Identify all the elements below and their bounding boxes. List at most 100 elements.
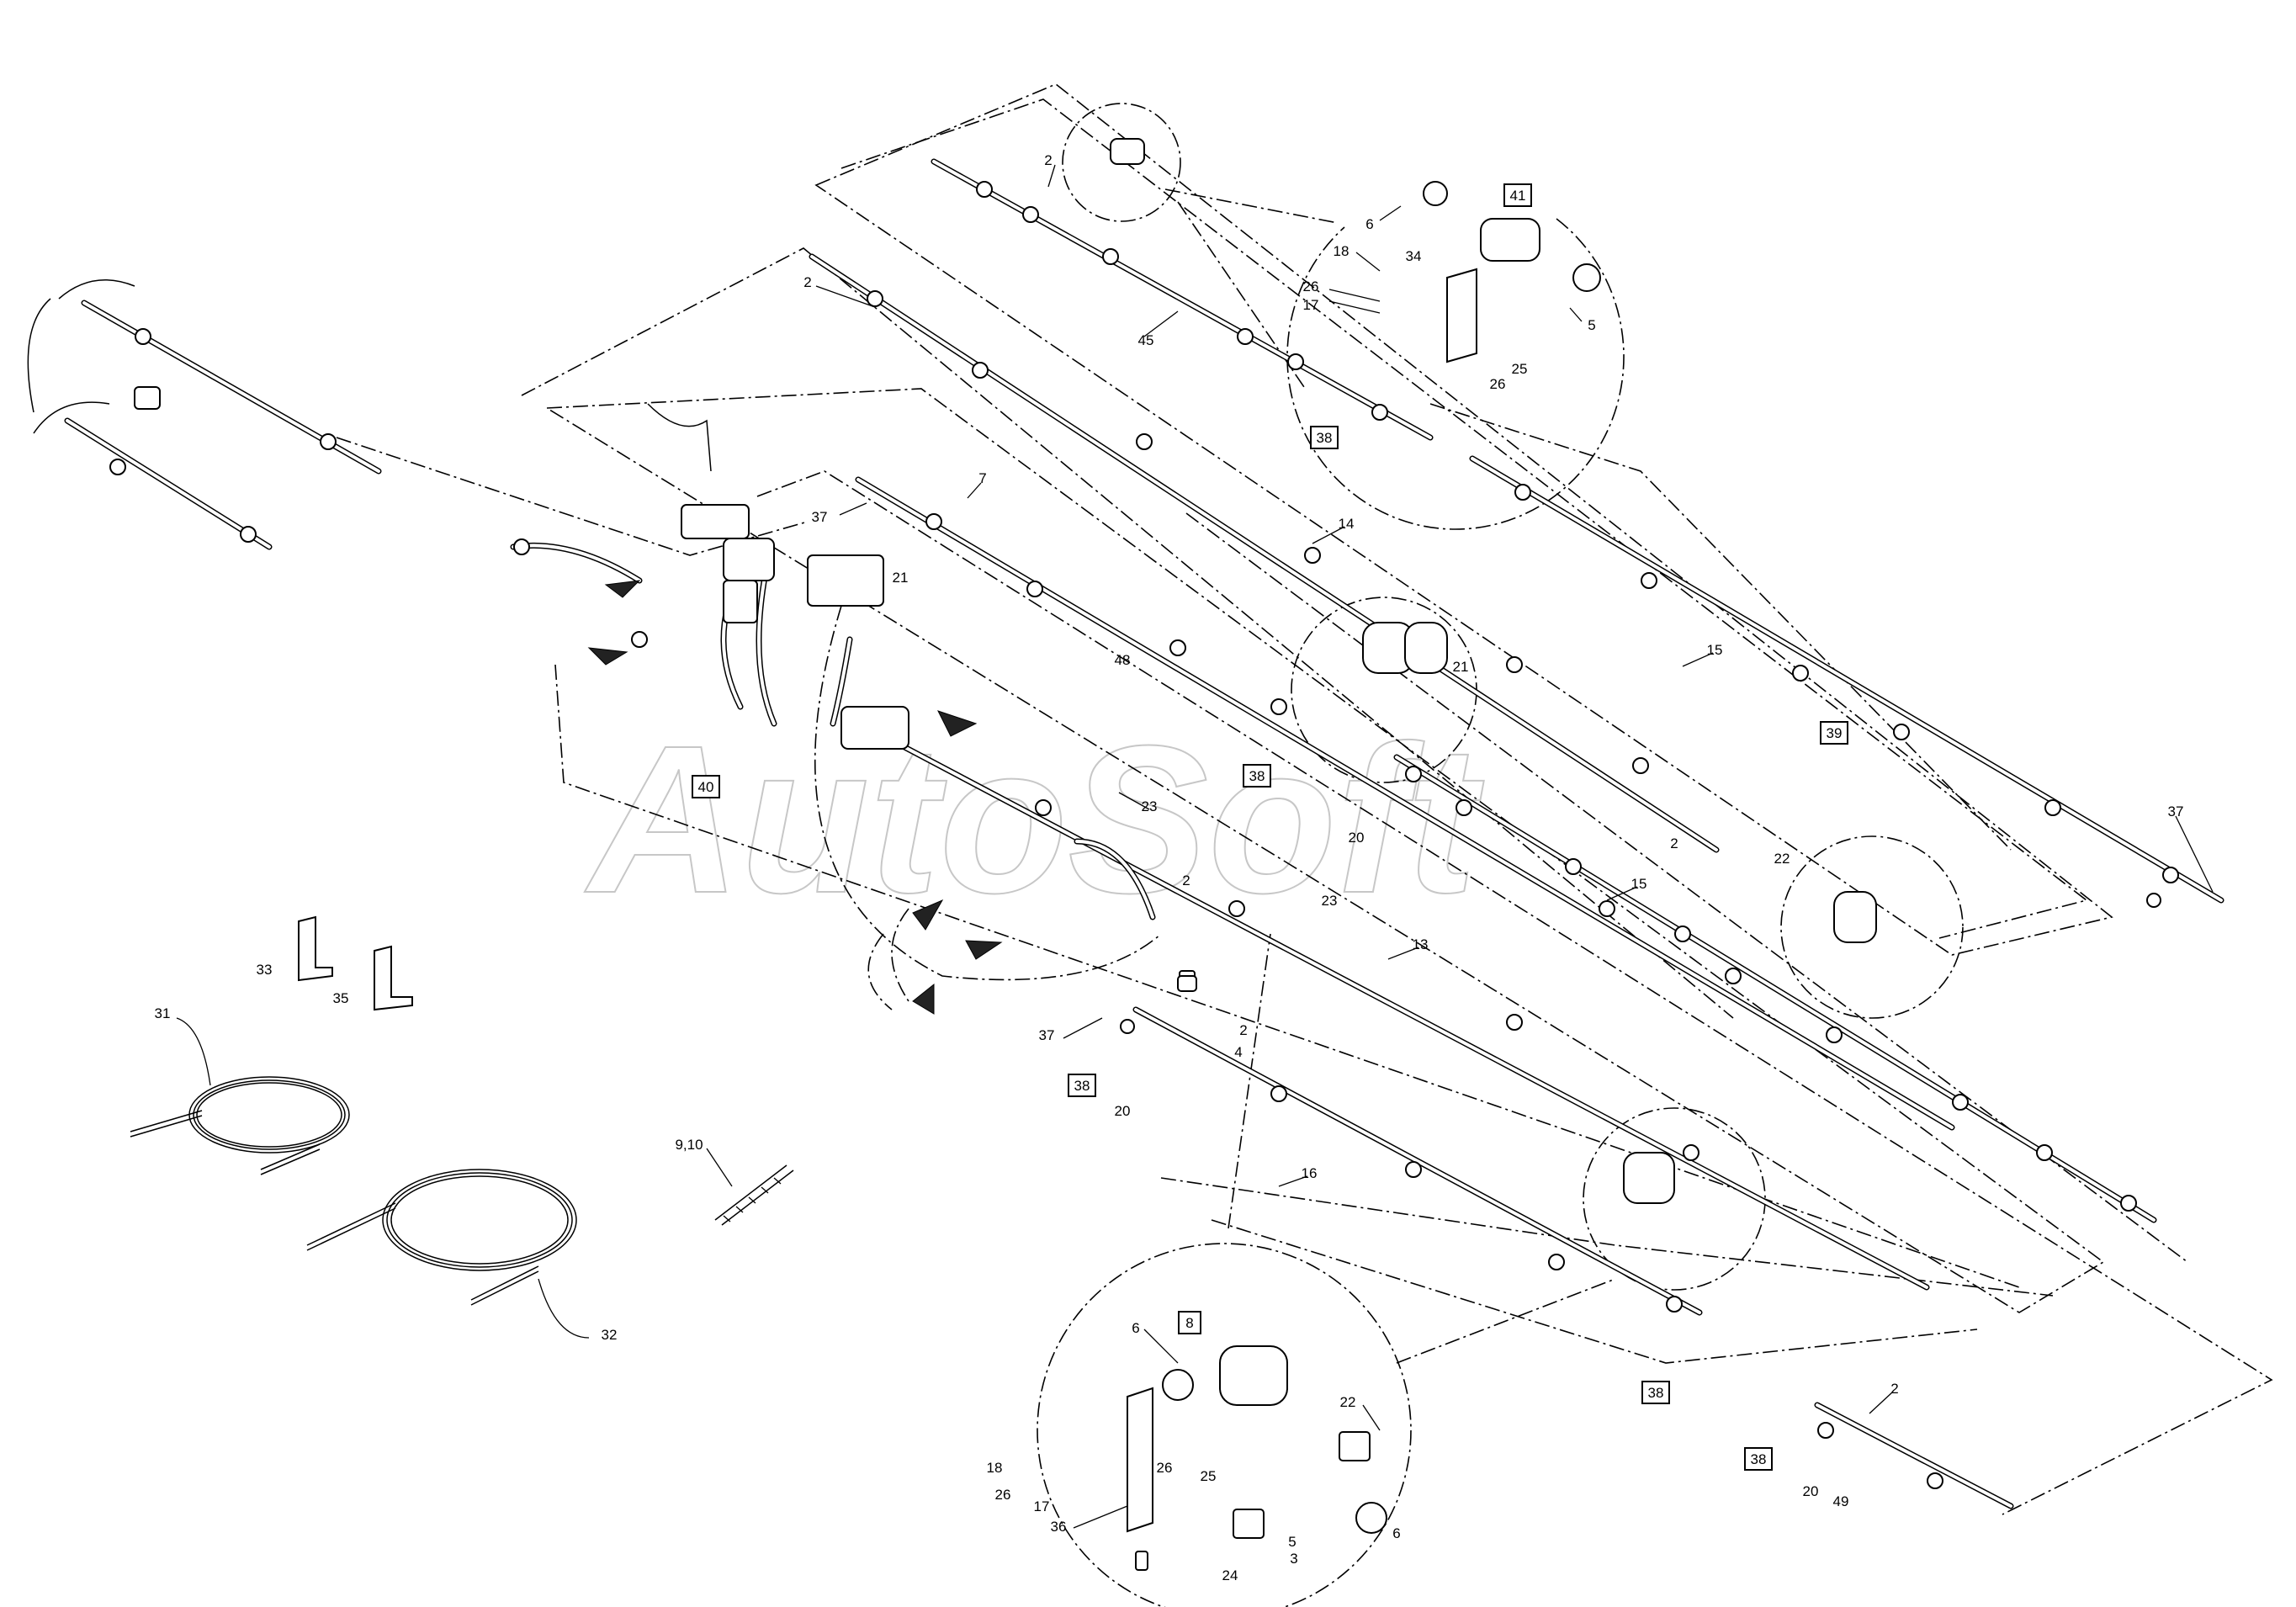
part-label-18: 18: [987, 1460, 1003, 1476]
part-label-45: 45: [1138, 332, 1154, 348]
part-label-20: 20: [1803, 1483, 1819, 1499]
brackets: [298, 915, 413, 1011]
part-label-text: 14: [1339, 516, 1355, 532]
part-label-21: 21: [1453, 659, 1469, 675]
part-label-text: 9,10: [675, 1137, 703, 1153]
part-label-26: 26: [1490, 376, 1506, 392]
part-label-text: 32: [602, 1327, 618, 1343]
part-label-33: 33: [257, 962, 273, 978]
part-label-text: 34: [1406, 248, 1422, 264]
part-label-text: 2: [1890, 1381, 1898, 1397]
part-label-text: 22: [1340, 1394, 1356, 1410]
part-label-37: 37: [2168, 804, 2184, 819]
part-label-text: 40: [698, 779, 714, 795]
part-label-5: 5: [1288, 1534, 1296, 1550]
part-label-38: 38: [1068, 1074, 1096, 1097]
part-label-text: 23: [1322, 893, 1338, 909]
part-label-text: 2: [1239, 1022, 1247, 1038]
part-label-17: 17: [1303, 297, 1319, 313]
part-label-9-10: 9,10: [675, 1137, 703, 1153]
flow-arrows: [587, 580, 1003, 1015]
part-label-text: 48: [1115, 652, 1131, 668]
spiral-wrap: [714, 1164, 794, 1226]
part-label-25: 25: [1512, 361, 1528, 377]
part-label-text: 26: [995, 1487, 1011, 1503]
part-label-text: 2: [1044, 152, 1052, 168]
part-label-4: 4: [1234, 1044, 1242, 1060]
part-label-38: 38: [1243, 764, 1271, 788]
part-label-text: 6: [1392, 1525, 1400, 1541]
part-label-text: 31: [155, 1005, 171, 1021]
part-label-48: 48: [1115, 652, 1131, 668]
watermark-text: AutoSoft: [584, 702, 1484, 936]
part-label-text: 25: [1512, 361, 1528, 377]
dash-frames: [336, 83, 2273, 1515]
part-label-text: 41: [1510, 188, 1526, 204]
part-label-text: 18: [1334, 243, 1349, 259]
part-label-17: 17: [1034, 1498, 1050, 1514]
valve-assembly: [681, 138, 1877, 1571]
part-label-31: 31: [155, 1005, 171, 1021]
boom-pipes: [27, 158, 2224, 1509]
part-label-text: 35: [333, 990, 349, 1006]
part-label-text: 45: [1138, 332, 1154, 348]
part-label-text: 4: [1234, 1044, 1242, 1060]
part-label-text: 17: [1034, 1498, 1050, 1514]
part-label-text: 5: [1588, 317, 1595, 333]
part-label-35: 35: [333, 990, 349, 1006]
part-label-16: 16: [1302, 1165, 1318, 1181]
part-label-text: 38: [1317, 430, 1333, 446]
part-label-37: 37: [1039, 1027, 1055, 1043]
part-label-text: 38: [1751, 1451, 1767, 1467]
part-label-15: 15: [1631, 876, 1647, 892]
tube-coils: [130, 1076, 577, 1306]
part-label-text: 2: [1182, 872, 1190, 888]
part-label-text: 49: [1833, 1493, 1849, 1509]
leader-lines: [176, 164, 2214, 1529]
part-label-36: 36: [1051, 1519, 1067, 1535]
part-label-20: 20: [1115, 1103, 1131, 1119]
part-label-2: 2: [803, 274, 811, 290]
part-label-text: 36: [1051, 1519, 1067, 1535]
part-label-text: 20: [1349, 830, 1365, 846]
part-label-14: 14: [1339, 516, 1355, 532]
part-label-37: 37: [812, 509, 828, 525]
part-label-20: 20: [1349, 830, 1365, 846]
part-label-text: 16: [1302, 1165, 1318, 1181]
part-label-text: 15: [1631, 876, 1647, 892]
part-label-38: 38: [1744, 1447, 1773, 1471]
part-label-22: 22: [1340, 1394, 1356, 1410]
part-label-2: 2: [1182, 872, 1190, 888]
part-label-34: 34: [1406, 248, 1422, 264]
part-label-5: 5: [1588, 317, 1595, 333]
part-label-41: 41: [1503, 183, 1532, 207]
part-label-text: 26: [1303, 278, 1319, 294]
part-label-text: 15: [1707, 642, 1723, 658]
part-label-box: [1068, 1074, 1096, 1097]
part-label-text: 5: [1288, 1534, 1296, 1550]
part-label-box: [692, 775, 720, 798]
part-label-text: 39: [1827, 725, 1843, 741]
part-label-2: 2: [1890, 1381, 1898, 1397]
part-label-7: 7: [978, 470, 986, 486]
part-label-text: 24: [1222, 1567, 1238, 1583]
part-label-box: [1503, 183, 1532, 207]
part-label-text: 8: [1185, 1315, 1193, 1331]
part-label-text: 7: [978, 470, 986, 486]
part-label-2: 2: [1670, 835, 1678, 851]
part-label-38: 38: [1310, 426, 1339, 449]
part-label-21: 21: [893, 570, 909, 586]
part-label-6: 6: [1132, 1320, 1139, 1336]
part-label-text: 38: [1249, 768, 1265, 784]
part-label-text: 23: [1142, 798, 1158, 814]
part-label-text: 22: [1774, 851, 1790, 867]
part-label-text: 33: [257, 962, 273, 978]
part-label-box: [1243, 764, 1271, 788]
part-label-13: 13: [1413, 936, 1429, 952]
part-label-40: 40: [692, 775, 720, 798]
part-label-text: 2: [1670, 835, 1678, 851]
part-label-text: 17: [1303, 297, 1319, 313]
part-label-text: 25: [1201, 1468, 1217, 1484]
part-label-32: 32: [602, 1327, 618, 1343]
